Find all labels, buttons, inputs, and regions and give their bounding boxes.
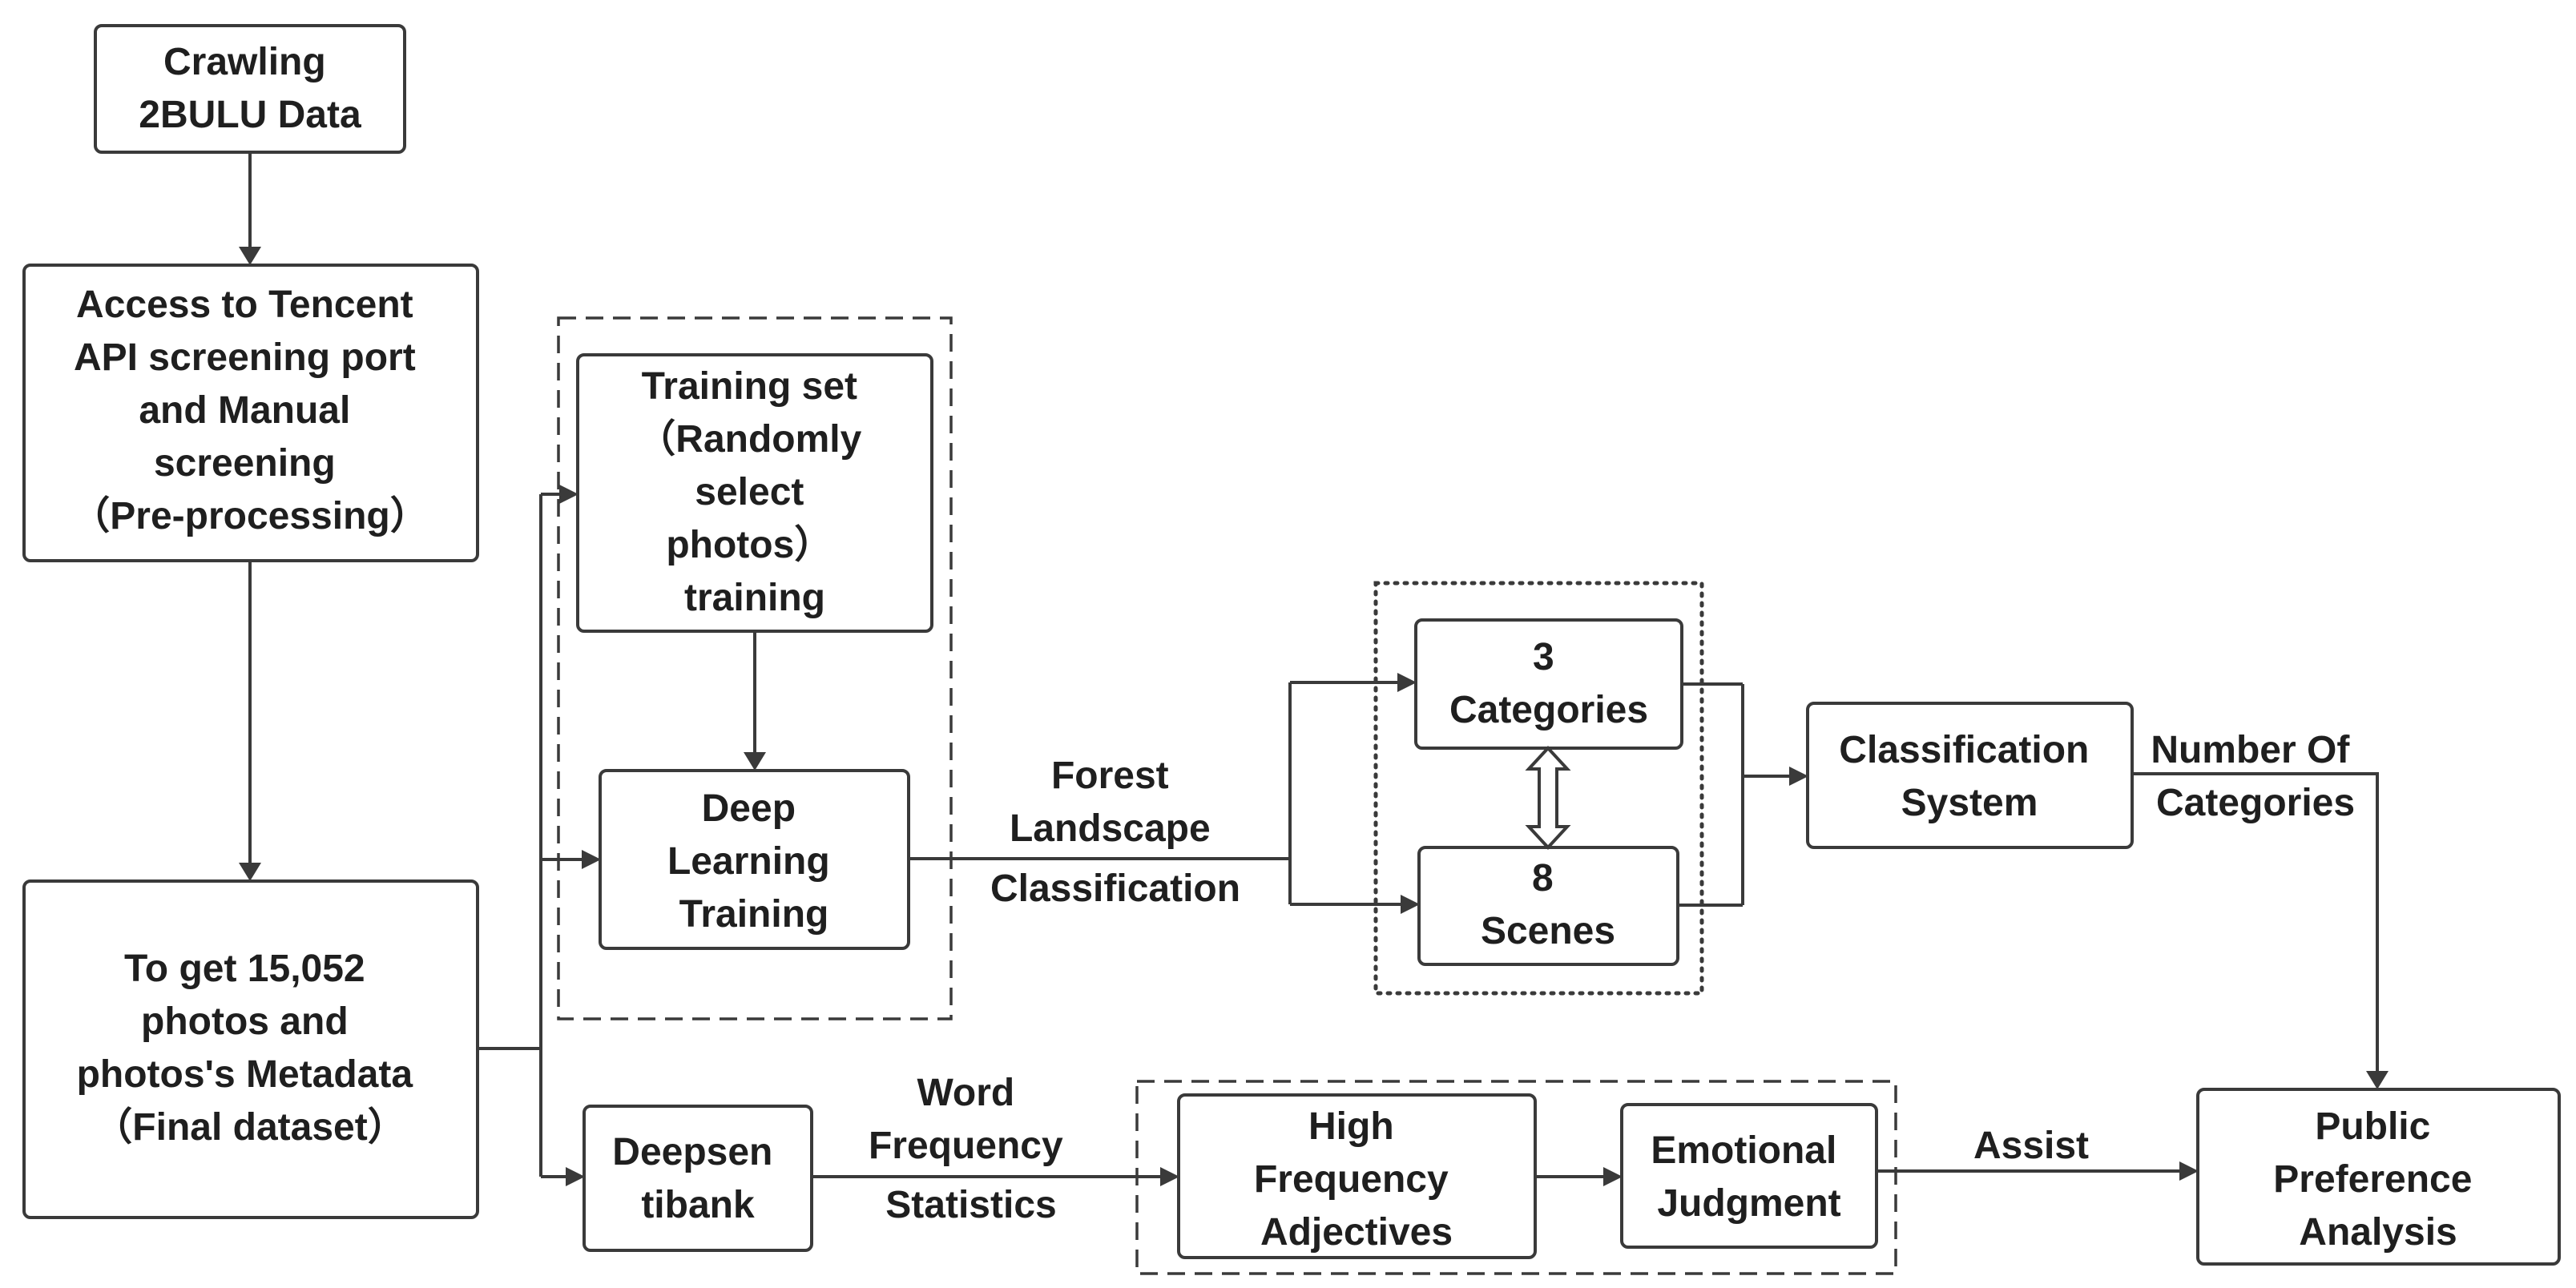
training-group	[557, 316, 953, 1020]
forest-landscape-classification-line: Landscape	[1010, 807, 1211, 850]
training-set-line: （Randomly	[637, 418, 861, 461]
three-categories-line: 3	[1533, 636, 1554, 678]
number-of-categories-label: Number Of Categories	[2151, 729, 2360, 824]
edge-to-public-preference-arrowhead	[2366, 1071, 2389, 1089]
deepsentibank-node	[583, 1105, 813, 1252]
three-categories-line: Categories	[1449, 689, 1648, 731]
classification-system-line: System	[1901, 782, 2038, 824]
training-set-line: photos）	[666, 524, 832, 566]
edge-deep-learning-to-classes	[909, 681, 1402, 906]
categories-scenes-bidirectional-arrow	[1525, 746, 1571, 850]
number-of-categories-line: Number Of	[2151, 729, 2350, 771]
final-dataset-text: To get 15,052 photos and photos's Metada…	[77, 948, 424, 1149]
final-dataset-line: （Final dataset）	[94, 1106, 405, 1149]
eight-scenes-text: 8 Scenes	[1481, 857, 1615, 952]
edge-classes-to-classification-system	[1678, 682, 1791, 907]
training-set-line: Training set	[642, 365, 857, 408]
final-dataset-line: photos's Metadata	[77, 1053, 413, 1096]
deepsentibank-text: Deepsen tibank	[612, 1131, 783, 1226]
emotional-judgment-text: Emotional Judgment	[1651, 1129, 1847, 1225]
edge-to-public-preference-assist-arrowhead	[2179, 1161, 2199, 1181]
edge-tencent-to-dataset-arrowhead	[239, 863, 261, 881]
edge-to-classification-system-arrowhead	[1789, 767, 1808, 786]
edge-crawling-to-tencent-arrowhead	[239, 247, 261, 265]
forest-landscape-classification-label: Forest Landscape Classification	[990, 755, 1240, 910]
deepsentibank-line: Deepsen	[612, 1131, 772, 1173]
number-of-categories-line: Categories	[2156, 782, 2355, 824]
crawling-data-line: Crawling	[163, 41, 326, 83]
assist-label: Assist	[1973, 1125, 2089, 1167]
deep-learning-training-line: Deep	[702, 787, 796, 830]
classification-system-text: Classification System	[1839, 729, 2099, 824]
final-dataset-line: photos and	[141, 1000, 349, 1043]
edge-to-categories-arrowhead	[1397, 673, 1417, 692]
final-dataset-node	[22, 879, 479, 1219]
tencent-api-screening-line: （Pre-processing）	[71, 495, 428, 537]
emotional-judgment-line: Emotional	[1651, 1129, 1836, 1172]
forest-landscape-classification-line: Classification	[990, 867, 1240, 910]
training-set-line: training	[684, 577, 825, 619]
emotional-judgment-node	[1620, 1103, 1878, 1249]
training-set-text: Training set （Randomly select photos） tr…	[637, 365, 872, 619]
deepsentibank-line: tibank	[641, 1184, 755, 1226]
forest-landscape-classification-line: Forest	[1051, 755, 1169, 797]
high-frequency-adjectives-line: Frequency	[1254, 1158, 1449, 1201]
deep-learning-training-line: Training	[679, 893, 829, 936]
eight-scenes-line: Scenes	[1481, 910, 1615, 952]
edge-to-high-frequency-arrowhead	[1160, 1167, 1179, 1186]
tencent-api-screening-line: screening	[154, 442, 336, 485]
classification-system-line: Classification	[1839, 729, 2089, 771]
edge-classification-system-to-public-preference	[2132, 772, 2379, 1073]
word-frequency-statistics-line: Word	[917, 1072, 1014, 1114]
high-frequency-adjectives-line: Adjectives	[1260, 1211, 1453, 1254]
high-frequency-adjectives-line: High	[1308, 1105, 1394, 1148]
word-frequency-statistics-label: Word Frequency Statistics	[869, 1072, 1074, 1226]
public-preference-analysis-node	[2196, 1088, 2561, 1266]
emotional-judgment-line: Judgment	[1657, 1182, 1840, 1225]
word-frequency-statistics-line: Statistics	[885, 1184, 1056, 1226]
tencent-api-screening-text: Access to Tencent API screening port and…	[71, 284, 428, 537]
deep-learning-training-text: Deep Learning Training	[667, 787, 841, 936]
word-frequency-statistics-line: Frequency	[869, 1125, 1063, 1167]
final-dataset-line: To get 15,052	[124, 948, 365, 990]
crawling-data-line: 2BULU Data	[139, 94, 361, 136]
edge-dataset-branches	[478, 493, 583, 1178]
public-preference-analysis-line: Analysis	[2299, 1211, 2457, 1254]
edge-training-set-to-deep-learning-arrowhead	[744, 752, 766, 771]
tencent-api-screening-line: and Manual	[139, 389, 350, 432]
classification-system-node	[1806, 702, 2134, 849]
training-set-line: select	[695, 471, 804, 513]
eight-scenes-line: 8	[1532, 857, 1554, 900]
public-preference-analysis-text: Public Preference Analysis	[2273, 1105, 2483, 1254]
edge-to-scenes-arrowhead	[1401, 895, 1420, 914]
deep-learning-training-line: Learning	[667, 840, 830, 883]
edge-dataset-to-deepsentibank-arrowhead	[566, 1167, 585, 1186]
public-preference-analysis-line: Preference	[2273, 1158, 2472, 1201]
three-categories-text: 3 Categories	[1449, 636, 1648, 731]
classification-output-group	[1373, 581, 1704, 996]
edge-dataset-to-deep-learning-arrowhead	[582, 850, 601, 869]
edge-dataset-to-training-set-arrowhead	[559, 485, 578, 504]
high-frequency-adjectives-text: High Frequency Adjectives	[1254, 1105, 1459, 1254]
crawling-data-text: Crawling 2BULU Data	[139, 41, 361, 136]
edge-to-emotional-arrowhead	[1603, 1167, 1623, 1186]
public-preference-analysis-line: Public	[2315, 1105, 2430, 1148]
tencent-api-screening-line: Access to Tencent	[76, 284, 413, 326]
tencent-api-screening-line: API screening port	[74, 336, 416, 379]
